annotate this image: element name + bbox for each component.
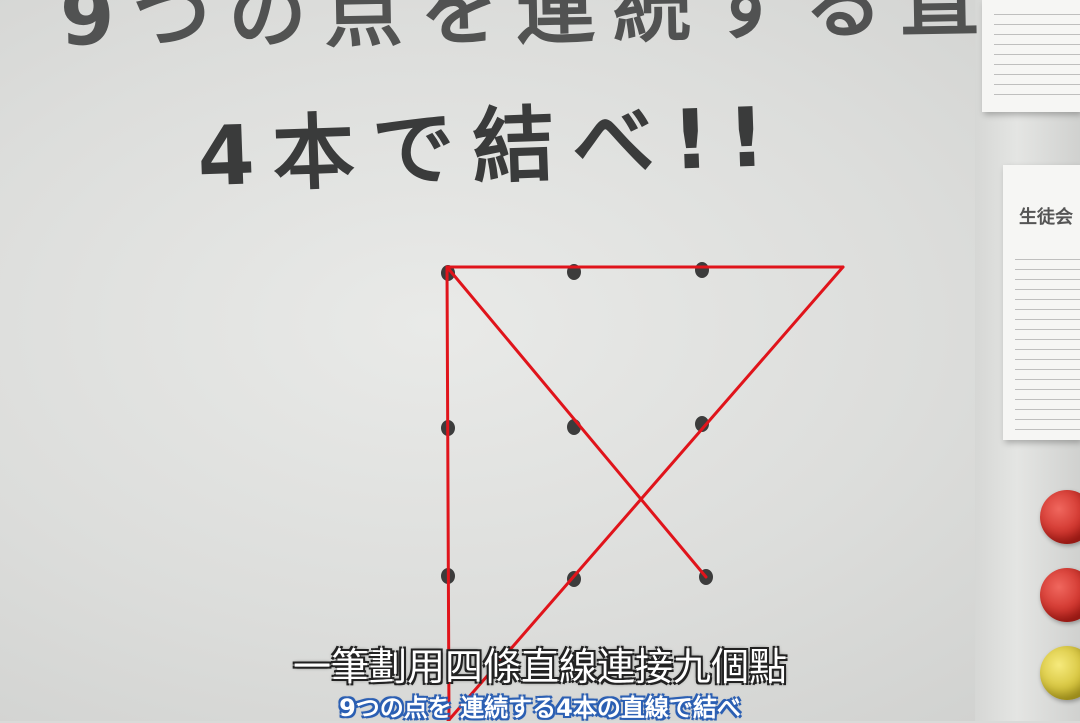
paper-text-lines [1015, 253, 1080, 432]
subtitle-chinese: 一筆劃用四條直線連接九個點 [292, 645, 787, 689]
yellow-magnet [1040, 646, 1080, 700]
puzzle-dot [567, 571, 581, 587]
notice-paper-title: 生徒会 [1019, 207, 1073, 228]
solution-lines [445, 265, 845, 721]
puzzle-dot [695, 262, 709, 278]
solution-line [446, 265, 845, 721]
red-magnet [1040, 490, 1080, 544]
red-magnet [1040, 568, 1080, 622]
puzzle-dot [695, 416, 709, 432]
notice-paper-top [982, 0, 1080, 112]
solution-line [445, 265, 708, 579]
subtitle-japanese: 9つの点を 連続する4本の直線で結べ [339, 694, 741, 722]
notice-paper-student-council: 生徒会 [1003, 165, 1080, 440]
solution-line [445, 265, 451, 721]
paper-text-lines [994, 8, 1080, 104]
